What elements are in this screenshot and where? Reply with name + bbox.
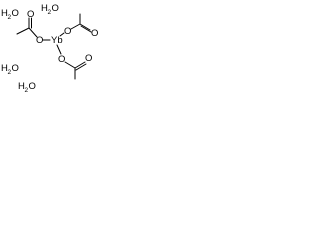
acetate-3-c-o-double-bond-a bbox=[74, 61, 86, 69]
acetate-3-carbonyl-oxygen: O bbox=[85, 53, 92, 64]
water-3-h: H bbox=[1, 63, 8, 74]
ytterbium-atom: Yb bbox=[51, 35, 63, 46]
acetate-1-c-methyl-bond bbox=[16, 27, 30, 35]
acetate-3-yb-bond bbox=[56, 44, 62, 55]
water-2-subscript: 2 bbox=[48, 9, 52, 16]
acetate-1-carbonyl-oxygen: O bbox=[27, 9, 34, 20]
acetate-1-ester-oxygen: O bbox=[36, 35, 43, 46]
water-3-o: O bbox=[12, 63, 19, 74]
ytterbium-acetate-tetrahydrate-structure: H 2 O H 2 O H 2 O H 2 O Yb O O O O O O bbox=[1, 3, 98, 93]
water-4-subscript: 2 bbox=[25, 87, 29, 93]
acetate-2-o-c-bond bbox=[70, 23, 81, 30]
acetate-2-c-o-double-bond-a bbox=[79, 23, 91, 31]
acetate-3-c-o-double-bond-b bbox=[75, 63, 87, 71]
acetate-2-yb-bond bbox=[59, 32, 65, 37]
acetate-2-c-o-double-bond-b bbox=[80, 25, 92, 33]
water-1-h: H bbox=[1, 8, 8, 19]
water-2-o: O bbox=[52, 3, 59, 14]
water-1-subscript: 2 bbox=[8, 14, 12, 21]
water-2-h: H bbox=[41, 3, 48, 14]
water-1-o: O bbox=[12, 8, 19, 19]
acetate-1-o-c-bond bbox=[28, 27, 38, 38]
acetate-2-ester-oxygen: O bbox=[64, 26, 71, 37]
water-4-o: O bbox=[29, 81, 36, 92]
water-3-subscript: 2 bbox=[8, 69, 12, 76]
acetate-2-carbonyl-oxygen: O bbox=[91, 28, 98, 39]
acetate-3-ester-oxygen: O bbox=[58, 54, 65, 65]
acetate-3-o-c-bond bbox=[64, 61, 76, 69]
water-4-h: H bbox=[18, 81, 25, 92]
